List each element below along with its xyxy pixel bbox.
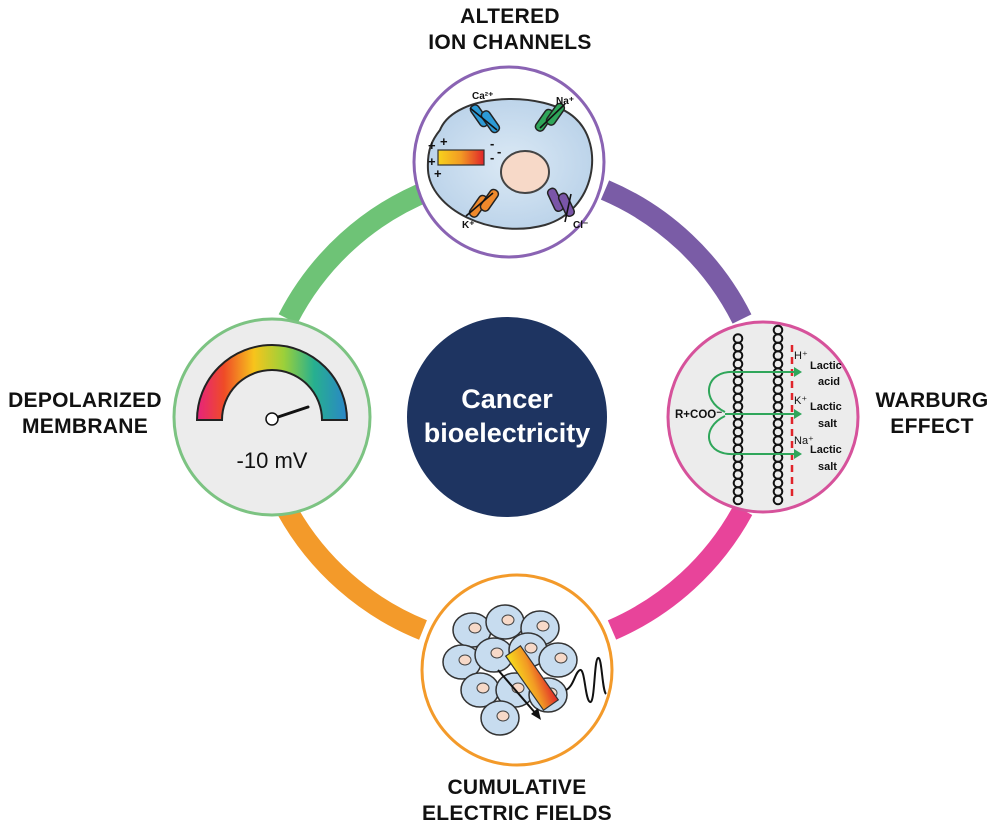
tissue-cell-nucleus [501, 614, 515, 626]
node-warburg-effect: R+COO⁻ H⁺ K⁺ Na⁺ Lactic acid Lactic salt… [666, 320, 860, 514]
tissue-cell-nucleus [496, 710, 510, 722]
ion-label-na-right: Na⁺ [794, 435, 814, 447]
center-title-line1: Cancer [461, 384, 553, 414]
node-right-title-line1: WARBURG [875, 389, 989, 412]
cycle-ring [277, 180, 753, 640]
cell-nucleus [500, 150, 550, 194]
field-arrowhead [531, 708, 541, 720]
node-cumulative-electric-fields [420, 573, 614, 767]
product-1-line1: Lactic [810, 360, 842, 372]
ion-flow-arrows [465, 103, 572, 223]
svg-text:+: + [428, 138, 436, 153]
tissue-cell-nucleus [458, 654, 472, 666]
node-bottom-title: CUMULATIVE ELECTRIC FIELDS [402, 775, 632, 827]
tissue-cell-nucleus [490, 647, 504, 659]
arc-bottom-right [607, 504, 753, 640]
node-right-ring [666, 320, 860, 514]
center-node: Cancer bioelectricity [407, 317, 607, 517]
lipid-bilayer [732, 324, 784, 506]
center-circle [407, 317, 607, 517]
ion-label-h: H⁺ [794, 350, 808, 362]
product-3-line1: Lactic [810, 444, 842, 456]
field-signal-wave-icon [565, 656, 607, 704]
node-top-title: ALTERED ION CHANNELS [400, 4, 620, 56]
node-left-title-line2: MEMBRANE [21, 415, 149, 438]
lipid-bead [772, 494, 784, 506]
product-1-line2: acid [818, 376, 840, 388]
membrane-gradient-bar [437, 149, 485, 166]
ion-label-k-right: K⁺ [794, 395, 807, 407]
node-bottom-title-line1: CUMULATIVE [447, 776, 587, 799]
node-right-title-line2: EFFECT [890, 415, 974, 438]
node-altered-ion-channels: ++ ++ -- - Ca²⁺ Na⁺ K⁺ Cl⁻ [412, 65, 606, 259]
flux-arrowheads [794, 367, 802, 459]
node-top-title-line2: ION CHANNELS [428, 31, 592, 54]
lipid-bead [732, 494, 744, 506]
node-top-title-line1: ALTERED [460, 5, 560, 28]
node-left-title-line1: DEPOLARIZED [8, 389, 162, 412]
arc-top-right [600, 180, 752, 324]
svg-text:-: - [490, 150, 494, 165]
tissue-cell-nucleus [468, 622, 482, 634]
node-right-title: WARBURG EFFECT [868, 388, 996, 440]
gauge-reading: -10 mV [237, 448, 308, 473]
svg-text:-: - [497, 144, 501, 159]
product-2-line1: Lactic [810, 401, 842, 413]
svg-text:-: - [490, 136, 494, 151]
lactate-flux-arrows [708, 370, 800, 456]
arc-top-left [278, 180, 434, 324]
center-title-line2: bioelectricity [424, 418, 591, 448]
ion-label-cl: Cl⁻ [573, 220, 588, 231]
ion-label-k: K⁺ [462, 220, 475, 231]
field-direction-arrow [497, 669, 538, 716]
field-gradient-bar [504, 644, 560, 712]
svg-text:+: + [428, 154, 436, 169]
ion-label-ca: Ca²⁺ [472, 91, 493, 102]
ion-label-na: Na⁺ [556, 96, 574, 107]
charge-signs: ++ ++ -- - [428, 134, 501, 181]
product-3-line2: salt [818, 461, 837, 473]
cl-channel-icon [546, 187, 576, 218]
gauge-pivot [265, 412, 279, 426]
tissue-cell-nucleus [536, 620, 550, 632]
tissue-cell-nucleus [524, 642, 538, 654]
node-left-title: DEPOLARIZED MEMBRANE [2, 388, 168, 440]
arc-bottom-left [277, 504, 427, 640]
tissue-cell-nucleus [554, 652, 568, 664]
svg-text:+: + [434, 166, 442, 181]
product-2-line2: salt [818, 418, 837, 430]
voltage-gauge-dial [195, 344, 349, 421]
node-depolarized-membrane: -10 mV [172, 317, 372, 517]
node-bottom-title-line2: ELECTRIC FIELDS [421, 802, 612, 825]
tissue-cell-nucleus [476, 682, 490, 694]
source-label: R+COO⁻ [675, 409, 722, 421]
svg-text:+: + [440, 134, 448, 149]
